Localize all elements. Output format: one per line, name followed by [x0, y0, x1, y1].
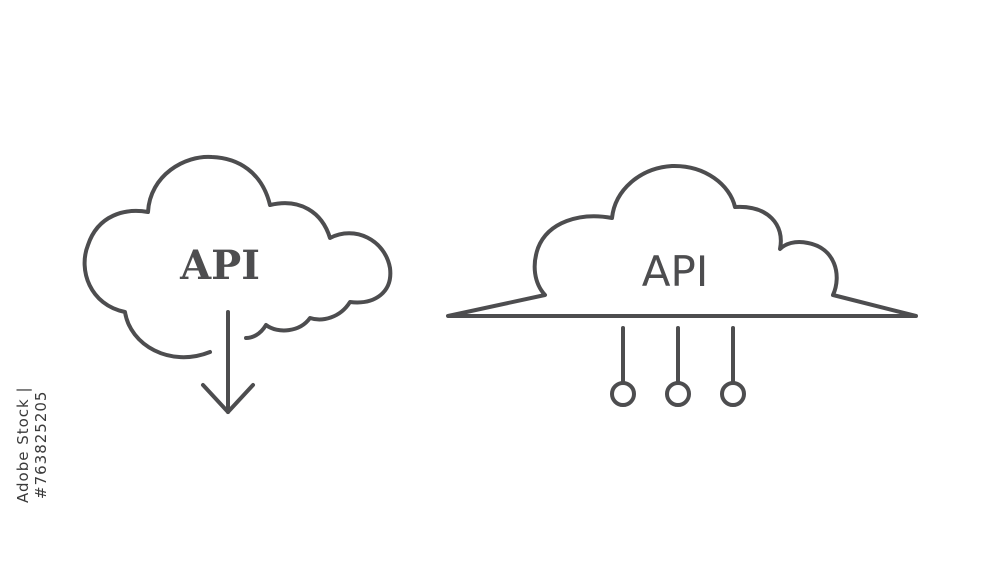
cloud-download-icon: API: [82, 154, 393, 414]
cloud-network-icon: API: [446, 163, 918, 407]
cloud-outline: [82, 154, 393, 360]
node-circle-2: [665, 381, 691, 407]
cloud-network-label: API: [642, 247, 708, 296]
stock-id-text: Adobe Stock | #763825205: [14, 386, 50, 504]
cloud-download-label: API: [179, 242, 260, 289]
cloud-network-outline: [446, 163, 918, 318]
node-circle-1: [610, 381, 636, 407]
node-circle-3: [720, 381, 746, 407]
download-arrow-head: [201, 383, 255, 414]
